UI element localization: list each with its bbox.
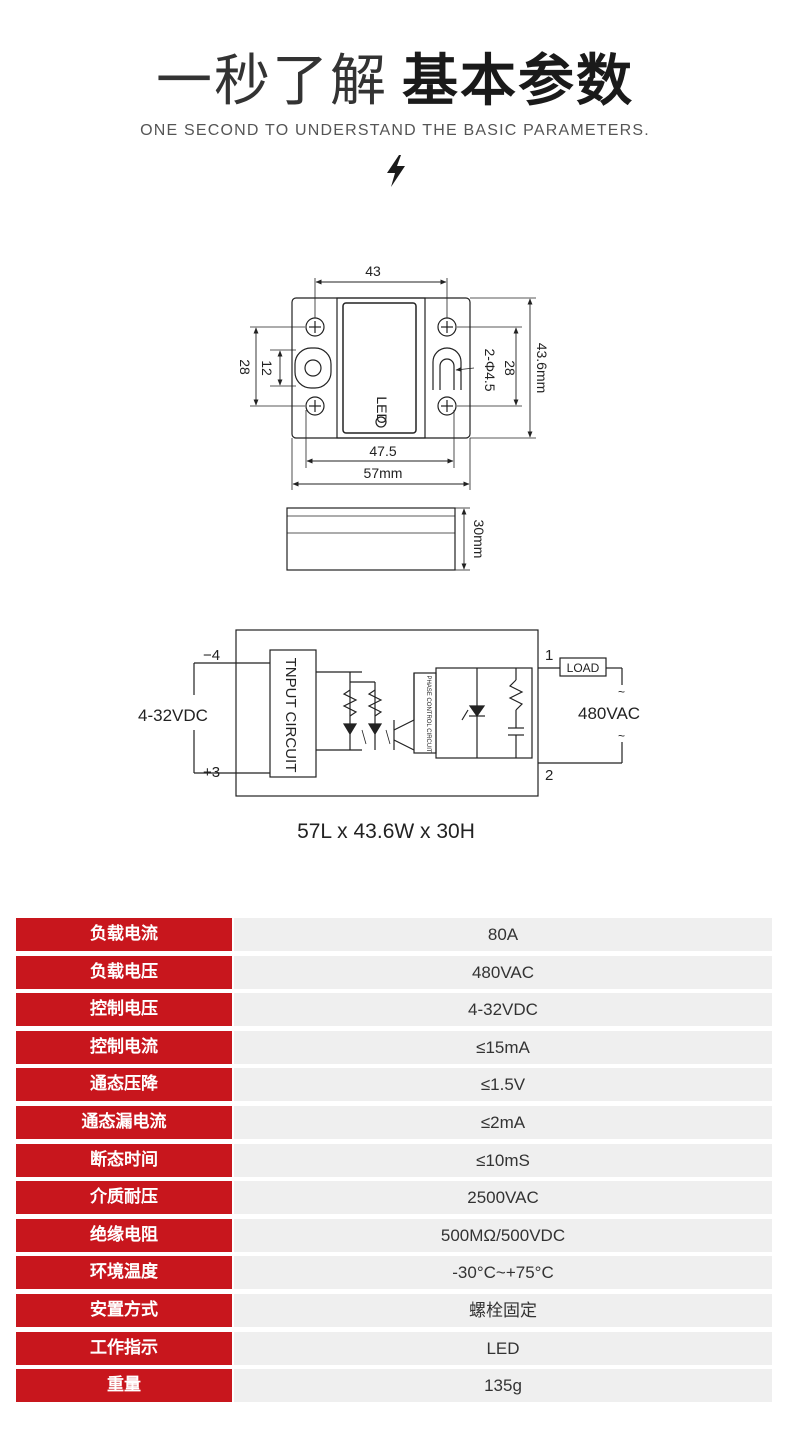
parameter-value: ≤2mA <box>234 1105 772 1139</box>
parameter-label: 环境温度 <box>16 1256 232 1290</box>
input-voltage: 4-32VDC <box>138 706 208 725</box>
relay-diagram: 43 28 12 2-Φ4.5 28 43.6mm LED 47.5 57mm … <box>138 263 640 843</box>
parameter-row: 断态时间≤10mS <box>16 1143 772 1177</box>
parameter-label: 介质耐压 <box>16 1181 232 1215</box>
parameter-label: 工作指示 <box>16 1331 232 1365</box>
parameter-value: ≤15mA <box>234 1030 772 1064</box>
parameter-row: 通态漏电流≤2mA <box>16 1105 772 1139</box>
parameter-value: 135g <box>234 1369 772 1403</box>
parameter-row: 通态压降≤1.5V <box>16 1068 772 1102</box>
circuit-diagram <box>193 629 623 797</box>
dim-right-outer: 43.6mm <box>534 343 550 394</box>
led-label: LED <box>374 396 390 423</box>
lightning-bolt-icon <box>387 155 405 187</box>
parameter-value: ≤1.5V <box>234 1068 772 1102</box>
phase-block-label: PHASE CONTROL CIRCUIT <box>425 675 431 752</box>
dim-hole: 2-Φ4.5 <box>482 348 498 391</box>
parameter-value: 2500VAC <box>234 1181 772 1215</box>
pin-minus: −4 <box>203 647 220 664</box>
pin-plus: +3 <box>203 764 220 781</box>
tilde-top: ~ <box>618 685 625 699</box>
parameter-label: 断态时间 <box>16 1143 232 1177</box>
size-caption: 57L x 43.6W x 30H <box>297 820 475 843</box>
parameter-label: 通态压降 <box>16 1068 232 1102</box>
dim-width-inner: 43 <box>365 263 381 279</box>
parameter-label: 负载电流 <box>16 918 232 951</box>
dim-height: 30mm <box>471 520 487 559</box>
tilde-bottom: ~ <box>618 729 625 743</box>
page-subtitle: ONE SECOND TO UNDERSTAND THE BASIC PARAM… <box>140 122 650 139</box>
parameter-value: LED <box>234 1331 772 1365</box>
dim-total-length: 57mm <box>364 465 403 481</box>
top-view <box>250 278 536 490</box>
parameter-row: 安置方式螺栓固定 <box>16 1293 772 1327</box>
parameter-row: 环境温度-30°C~+75°C <box>16 1256 772 1290</box>
parameter-value: 螺栓固定 <box>234 1293 772 1327</box>
dim-left-outer: 28 <box>237 359 253 375</box>
parameter-label: 通态漏电流 <box>16 1105 232 1139</box>
parameter-label: 绝缘电阻 <box>16 1218 232 1252</box>
parameter-value: 80A <box>234 918 772 951</box>
parameter-row: 控制电流≤15mA <box>16 1030 772 1064</box>
parameter-value: 500MΩ/500VDC <box>234 1218 772 1252</box>
title-bold: 基本参数 <box>402 49 634 114</box>
parameter-label: 控制电压 <box>16 993 232 1027</box>
parameter-label: 控制电流 <box>16 1030 232 1064</box>
parameter-value: -30°C~+75°C <box>234 1256 772 1290</box>
load-label: LOAD <box>567 661 600 675</box>
page-header: 一秒了解基本参数 ONE SECOND TO UNDERSTAND THE BA… <box>0 0 790 200</box>
dim-hole-spacing: 47.5 <box>369 443 396 459</box>
parameter-value: 480VAC <box>234 955 772 989</box>
parameter-value: 4-32VDC <box>234 993 772 1027</box>
parameter-value: ≤10mS <box>234 1143 772 1177</box>
dim-right-inner: 28 <box>502 360 518 376</box>
page-title: 一秒了解基本参数 <box>0 50 790 114</box>
side-view <box>286 507 470 571</box>
pin-2: 2 <box>545 767 553 784</box>
input-block-label: TNPUT CIRCUIT <box>282 658 299 773</box>
pin-1: 1 <box>545 647 553 664</box>
title-light: 一秒了解 <box>156 49 388 114</box>
parameter-label: 负载电压 <box>16 955 232 989</box>
output-voltage: 480VAC <box>578 704 640 723</box>
parameter-label: 安置方式 <box>16 1293 232 1327</box>
dim-left-inner: 12 <box>259 360 275 376</box>
parameter-label: 重量 <box>16 1369 232 1403</box>
